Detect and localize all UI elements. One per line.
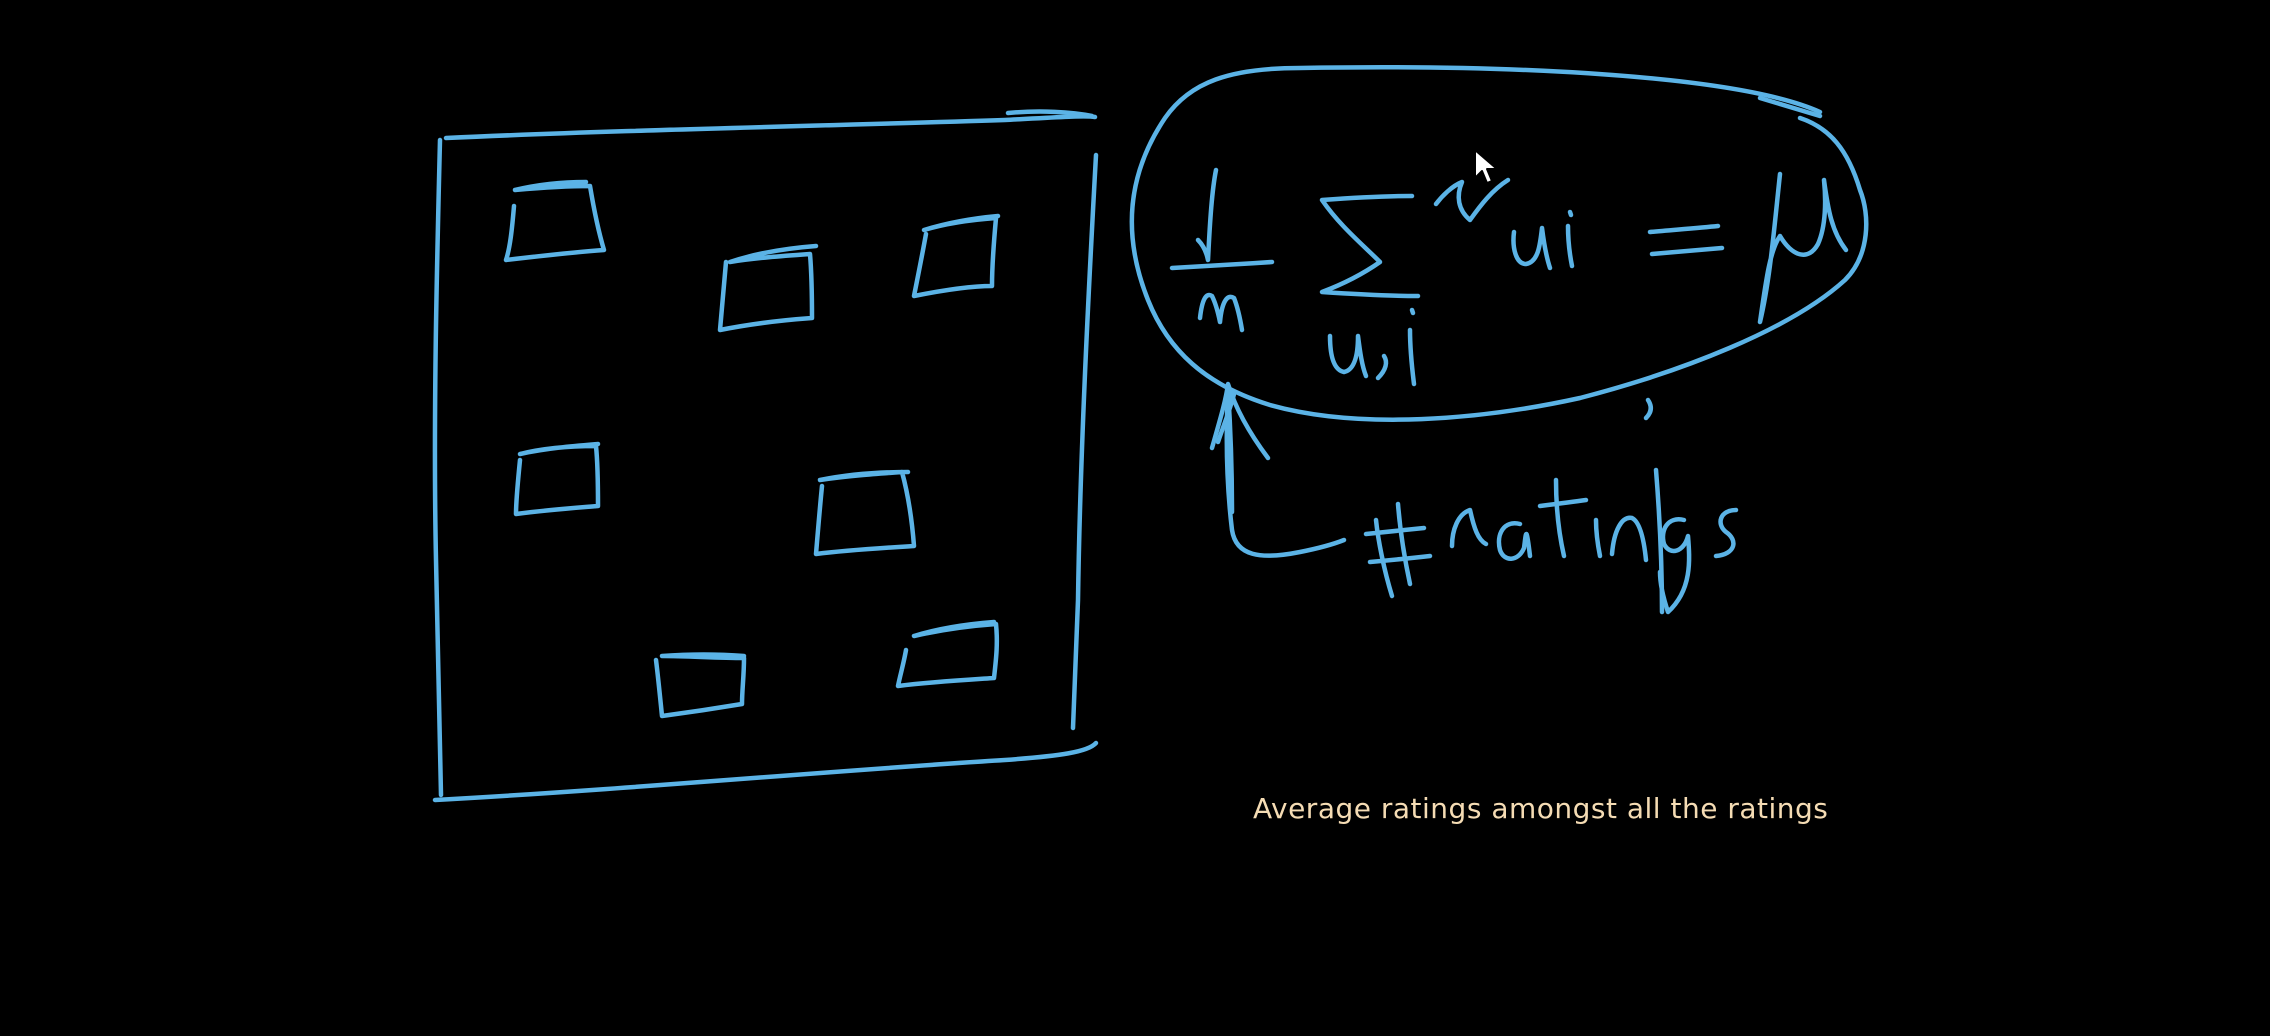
- mu-symbol: [1757, 171, 1849, 325]
- letter-i: [1593, 517, 1603, 559]
- handwritten-ratings-label: [1363, 467, 1739, 615]
- n-denominator: [1197, 292, 1245, 333]
- hash-vertical-1: [1373, 517, 1395, 599]
- r-subscript-i-dot: [1567, 209, 1574, 218]
- arrow-head: [1209, 381, 1271, 461]
- matrix-right-edge: [1070, 152, 1099, 731]
- r-subscript-i: [1565, 223, 1575, 269]
- matrix-top-edge-overstroke: [1005, 109, 1095, 119]
- r-symbol: [1433, 177, 1511, 223]
- letter-r: [1449, 507, 1489, 549]
- sigma-subscript-u: [1327, 333, 1369, 379]
- sigma-subscript-i-dot: [1409, 307, 1416, 316]
- matrix-top-edge: [443, 114, 1098, 141]
- sigma-symbol: [1319, 193, 1421, 299]
- matrix-left-edge: [432, 137, 444, 798]
- one-numerator: [1195, 167, 1219, 263]
- rating-cell: [895, 619, 1000, 689]
- equals-bottom: [1649, 245, 1725, 257]
- fraction-bar: [1169, 259, 1275, 271]
- rating-cell: [513, 441, 601, 517]
- letter-n: [1609, 515, 1649, 563]
- rating-cell: [813, 469, 917, 557]
- annotation-arrow: [1209, 381, 1347, 558]
- rating-cells: [503, 179, 1001, 719]
- pointer-cursor-icon: [1474, 149, 1498, 184]
- matrix-bottom-edge: [432, 740, 1099, 803]
- rating-cell: [503, 179, 607, 263]
- letter-g: [1657, 517, 1692, 615]
- letter-t: [1553, 477, 1567, 559]
- hash-horizontal-2: [1367, 553, 1433, 565]
- hash-vertical-2: [1395, 501, 1413, 587]
- sigma-subscript-comma: [1375, 353, 1389, 381]
- arrow-head-overstroke: [1215, 391, 1237, 445]
- arrow-shaft: [1224, 387, 1347, 558]
- letter-descender: [1653, 467, 1665, 615]
- rating-cell: [653, 652, 747, 719]
- ellipse-overstroke: [1757, 95, 1823, 119]
- r-subscript-u: [1511, 225, 1553, 271]
- hash-horizontal-1: [1363, 525, 1427, 537]
- rating-cell: [717, 243, 819, 333]
- rating-matrix: [432, 109, 1099, 803]
- letter-a: [1496, 521, 1533, 561]
- rating-cell: [911, 213, 1001, 299]
- equals-top: [1647, 223, 1721, 235]
- stray-mark: [1643, 397, 1653, 421]
- letter-s: [1713, 507, 1739, 559]
- sigma-subscript-i: [1407, 327, 1417, 387]
- caption-text: Average ratings amongst all the ratings: [1253, 792, 1829, 825]
- letter-t-cross: [1537, 497, 1589, 509]
- mean-formula: [1129, 65, 1869, 422]
- enclosing-ellipse: [1129, 65, 1869, 422]
